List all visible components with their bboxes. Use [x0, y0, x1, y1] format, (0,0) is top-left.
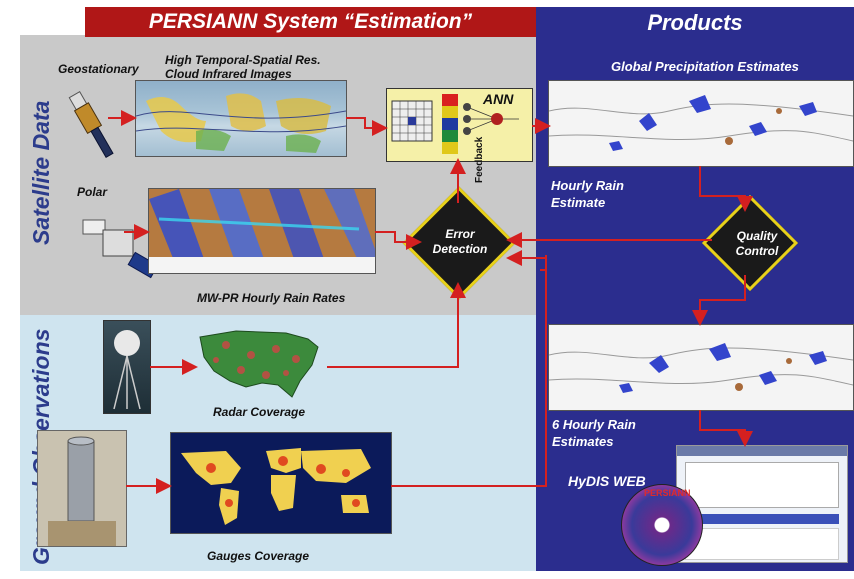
arrow-mwpr-to-error: [375, 231, 422, 250]
diagram-title: PERSIANN System “Estimation”: [85, 7, 536, 37]
arrow-gauges-to-error: [391, 250, 547, 487]
gauges-coverage-map: [170, 432, 392, 534]
ann-box: ANN: [386, 88, 533, 162]
geostationary-label: Geostationary: [58, 62, 139, 76]
global-precip-map: [548, 80, 854, 167]
arrow-6hour-to-hydis: [699, 410, 753, 447]
arrow-ir-to-ann: [346, 117, 388, 136]
mw-pr-image: [148, 188, 376, 274]
mw-pr-label: MW-PR Hourly Rain Rates: [197, 291, 346, 305]
arrow-qc-to-6hour: [692, 275, 746, 326]
ir-images-label: High Temporal-Spatial Res. Cloud Infrare…: [165, 53, 321, 81]
polar-label: Polar: [77, 185, 108, 199]
gauges-coverage-label: Gauges Coverage: [207, 549, 310, 563]
arrow-global-to-qc: [699, 166, 753, 212]
error-detection-label: Error Detection: [432, 227, 488, 256]
geostationary-satellite-icon: [68, 91, 114, 158]
arrow-radar-to-error: [327, 282, 466, 368]
rain-gauge-photo: [37, 430, 127, 547]
polar-satellite-icon: [82, 219, 159, 279]
ann-label: ANN: [483, 91, 514, 107]
hydis-web-label: HyDIS WEB: [568, 473, 646, 489]
persiann-cd: [621, 484, 703, 566]
global-precip-label: Global Precipitation Estimates: [611, 59, 799, 74]
persiann-cd-label: PERSIANN: [644, 488, 691, 498]
quality-control-label: Quality Control: [735, 229, 779, 258]
radar-coverage-map: [196, 325, 326, 405]
products-title: Products: [647, 10, 743, 35]
radar-coverage-label: Radar Coverage: [213, 405, 306, 419]
hydis-web-screenshot: [676, 445, 848, 563]
six-hourly-label: 6 Hourly Rain Estimates: [552, 417, 636, 449]
radar-photo: [103, 320, 151, 414]
hourly-rain-label: Hourly Rain Estimate: [551, 178, 624, 210]
